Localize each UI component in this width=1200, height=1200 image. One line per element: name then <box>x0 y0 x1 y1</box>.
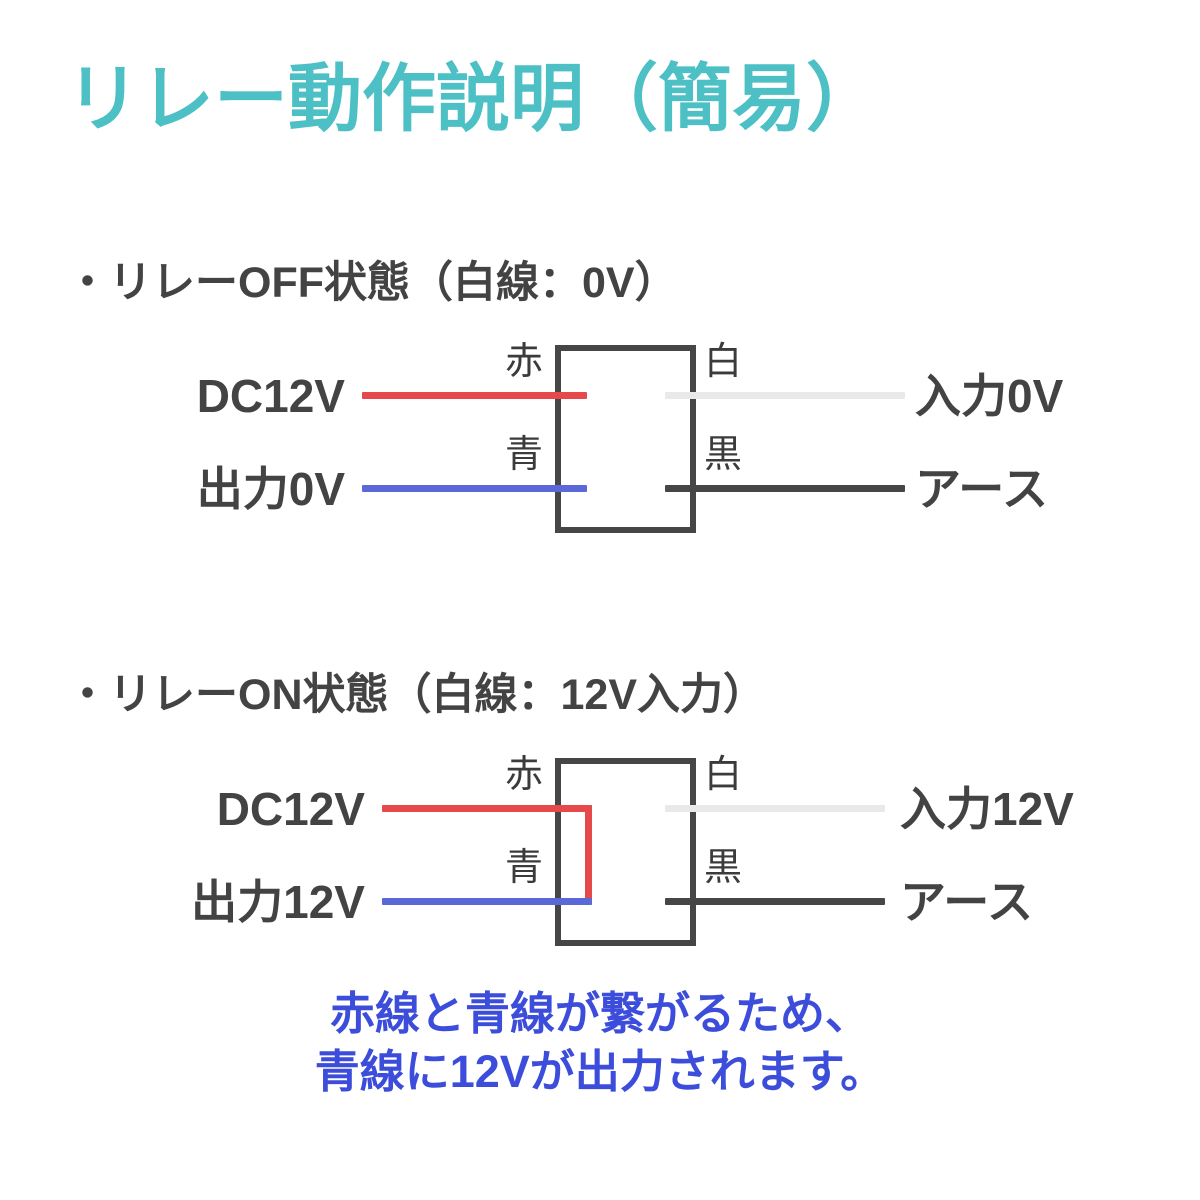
wire-white-off <box>665 392 905 399</box>
explanation-note: 赤線と青線が繋がるため、 青線に12Vが出力されます。 <box>0 985 1200 1100</box>
label-output-on: 出力12V <box>191 876 365 928</box>
wire-black-off <box>665 485 905 492</box>
wire-blue-on <box>382 898 592 905</box>
label-input-off: 入力0V <box>915 370 1064 422</box>
label-earth-off: アース <box>915 463 1048 515</box>
label-dc12v-off: DC12V <box>196 370 345 422</box>
terminal-label-black-off: 黒 <box>704 434 743 476</box>
page-title: リレー動作説明（簡易） <box>66 57 880 140</box>
section-heading-off: ・リレーOFF状態（白線：0V） <box>66 259 678 307</box>
wire-red-on <box>382 805 592 812</box>
section-heading-on: ・リレーON状態（白線：12V入力） <box>66 671 767 719</box>
terminal-label-black-on: 黒 <box>704 847 743 889</box>
label-output-off: 出力0V <box>196 463 345 515</box>
note-line-2: 青線に12Vが出力されます。 <box>314 1045 886 1097</box>
terminal-label-blue-on: 青 <box>505 847 544 889</box>
wire-red-off <box>362 392 587 399</box>
label-earth-on: アース <box>900 876 1033 928</box>
label-dc12v-on: DC12V <box>216 783 365 835</box>
terminal-label-blue-off: 青 <box>505 434 544 476</box>
note-line-1: 赤線と青線が繋がるため、 <box>329 988 870 1039</box>
wire-red-jumper-on <box>585 805 592 905</box>
label-input-on: 入力12V <box>900 783 1074 835</box>
terminal-label-white-on: 白 <box>704 754 743 796</box>
terminal-label-red-off: 赤 <box>505 341 544 383</box>
relay-box-off <box>555 345 696 533</box>
terminal-label-white-off: 白 <box>704 341 743 383</box>
wire-black-on <box>665 898 885 905</box>
wire-blue-off <box>362 485 587 492</box>
diagram-relay-off: 赤 青 白 黒 DC12V 出力0V 入力0V アース <box>0 335 1200 565</box>
wire-white-on <box>665 805 885 812</box>
relay-box-on <box>555 758 696 946</box>
diagram-relay-on: 赤 青 白 黒 DC12V 出力12V 入力12V アース <box>0 748 1200 978</box>
terminal-label-red-on: 赤 <box>505 754 544 796</box>
